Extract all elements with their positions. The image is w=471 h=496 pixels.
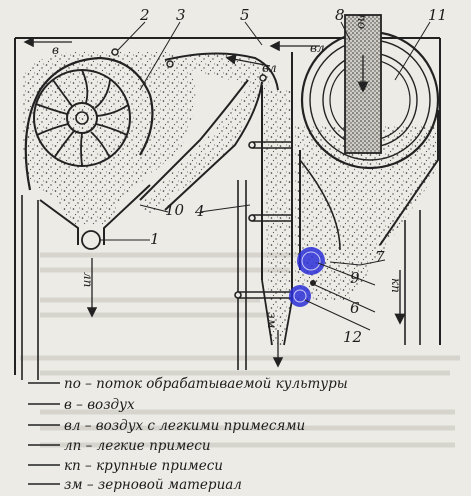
part-label-7: 7 bbox=[375, 248, 385, 266]
legend-row-text: кп – крупные примеси bbox=[64, 458, 223, 474]
legend-row-text: зм – зерновой материал bbox=[64, 477, 242, 493]
part-label-3: 3 bbox=[176, 6, 186, 24]
flow-label-zm: зм bbox=[265, 312, 279, 329]
legend-row: вл – воздух с легкими примесями bbox=[28, 418, 305, 434]
air-channel bbox=[139, 52, 279, 215]
cyclone-assembly bbox=[295, 14, 442, 345]
flow-label-vl-mid: вл bbox=[262, 61, 277, 75]
legend-row: по – поток обрабатываемой культуры bbox=[28, 376, 348, 392]
fan-assembly bbox=[14, 38, 196, 380]
legend-row: в – воздух bbox=[28, 397, 135, 413]
legend-row: лп – легкие примеси bbox=[28, 438, 211, 454]
roller-markers bbox=[289, 247, 325, 307]
legend-row: зм – зерновой материал bbox=[28, 477, 242, 493]
fan-blades bbox=[35, 69, 129, 167]
part-label-12: 12 bbox=[343, 328, 362, 346]
legend-row-text: вл – воздух с легкими примесями bbox=[64, 418, 305, 434]
legend-row-text: в – воздух bbox=[64, 397, 135, 413]
part-label-6: 6 bbox=[350, 299, 360, 317]
part-label-1: 1 bbox=[150, 230, 160, 248]
legend-row-text: по – поток обрабатываемой культуры bbox=[64, 376, 348, 392]
flow-label-po: по bbox=[355, 14, 369, 29]
flow-labels: в вл вл по лп зм кп bbox=[52, 14, 403, 329]
part-label-10: 10 bbox=[165, 201, 185, 219]
flow-label-vl-top: вл bbox=[310, 41, 325, 55]
valve-rungs bbox=[234, 141, 292, 299]
part-label-2: 2 bbox=[139, 6, 150, 24]
flow-label-kp: кп bbox=[389, 278, 403, 293]
legend-row: кп – крупные примеси bbox=[28, 458, 223, 474]
leader-lines bbox=[100, 21, 431, 331]
flow-label-lp: лп bbox=[81, 272, 95, 287]
part-label-9: 9 bbox=[350, 269, 360, 287]
part-label-8: 8 bbox=[335, 6, 345, 24]
part-label-11: 11 bbox=[428, 6, 447, 24]
part-label-5: 5 bbox=[240, 6, 250, 24]
part-label-4: 4 bbox=[194, 202, 205, 220]
part-labels: 2 3 5 8 11 1 10 4 7 9 6 12 bbox=[139, 6, 447, 346]
flow-arrows bbox=[23, 36, 320, 368]
background-text bbox=[20, 252, 460, 448]
legend: по – поток обрабатываемой культуры в – в… bbox=[28, 376, 348, 493]
vertical-channel bbox=[234, 52, 293, 370]
legend-row-text: лп – легкие примеси bbox=[64, 438, 211, 454]
flow-label-v: в bbox=[52, 43, 59, 57]
